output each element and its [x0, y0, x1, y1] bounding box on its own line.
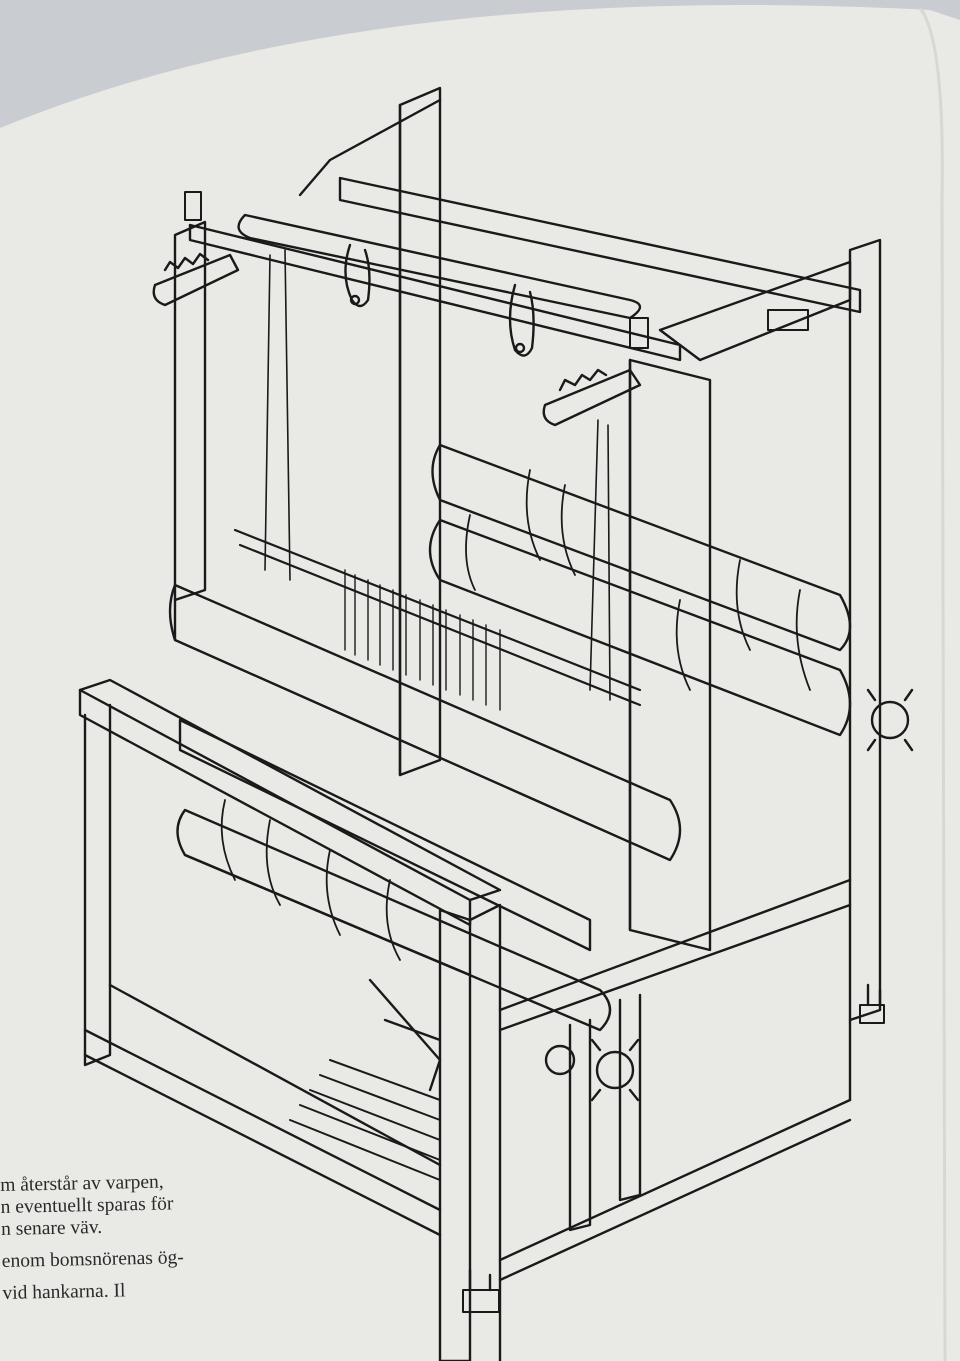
heddle-rod-upper — [233, 528, 642, 692]
cloth-beam — [176, 808, 612, 1032]
right-rear-post — [848, 238, 882, 1022]
breast-beam — [168, 583, 682, 862]
loom-drawing — [78, 86, 914, 1361]
back-top-beam — [338, 176, 862, 314]
hanger-left — [344, 243, 371, 308]
ratchet-wheel-upper — [866, 688, 914, 752]
book-page — [0, 4, 960, 1361]
page-gutter-shadow — [918, 7, 947, 1361]
warp-beam — [431, 443, 852, 652]
heddle-rod-lower — [238, 543, 642, 707]
heddles — [344, 569, 501, 711]
right-bracket — [542, 368, 642, 427]
hanger-right — [508, 283, 535, 357]
treadles — [289, 1059, 441, 1181]
top-rod — [188, 223, 682, 362]
page-text: m återstår av varpen, n eventuellt spara… — [0, 1170, 243, 1305]
left-bracket — [152, 253, 240, 307]
ratchet-wheel-lower — [590, 1038, 640, 1102]
top-side-beam — [658, 260, 852, 362]
